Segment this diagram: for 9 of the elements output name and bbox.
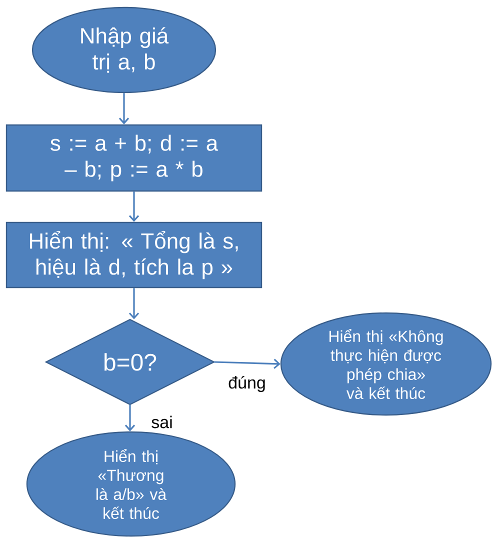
arrow: [128, 288, 140, 320]
process-box: s := a + b; d := a – b; p := a * b: [6, 124, 262, 192]
arrow: [128, 192, 140, 222]
edge-label: đúng: [227, 374, 267, 394]
arrow: [214, 358, 280, 369]
edge-label: sai: [150, 414, 174, 430]
output-box: Hiển thị: « Tổng là s, hiệu là d, tích la p »: [6, 222, 262, 288]
arrow: [124, 404, 136, 432]
arrow: [118, 93, 130, 124]
